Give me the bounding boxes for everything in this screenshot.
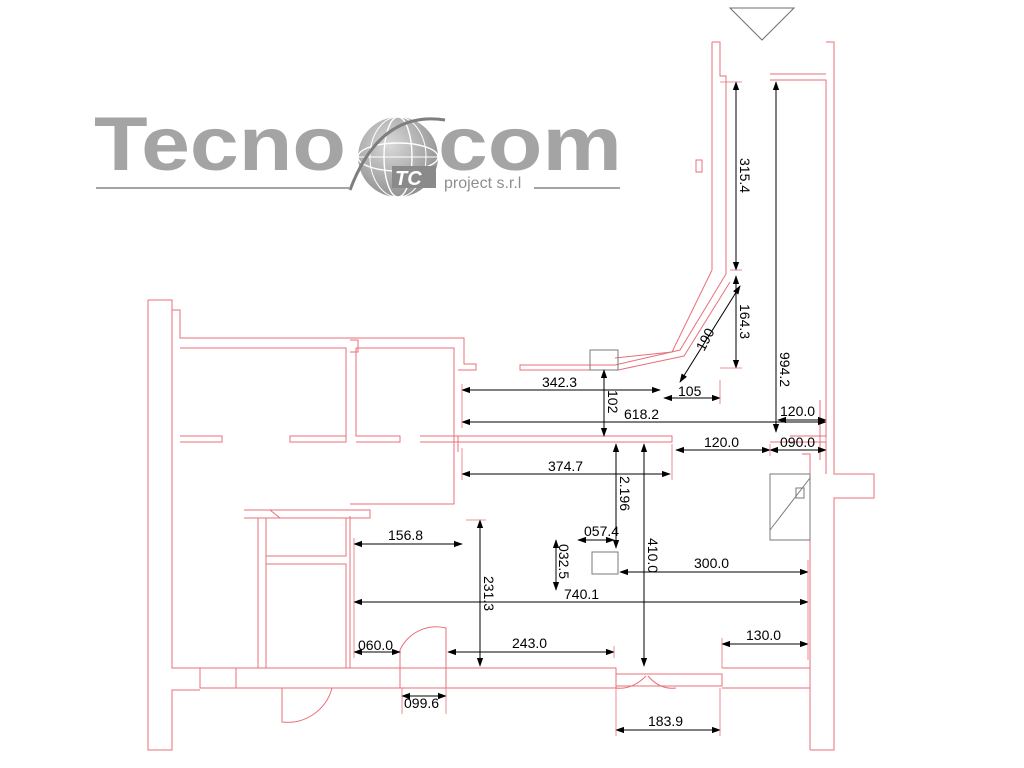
- dim-label: 2.196: [617, 476, 633, 511]
- dim-label: 740.1: [564, 586, 599, 602]
- company-logo: Tecno TC com project s.r.l: [94, 102, 622, 198]
- logo-brand-right: com: [438, 102, 622, 187]
- column-block: [589, 349, 619, 371]
- logo-brand-left: Tecno: [94, 102, 346, 187]
- logo-badge: TC: [395, 168, 422, 190]
- north-arrow-icon: [728, 7, 796, 41]
- walls: [147, 41, 875, 751]
- dim-label: 994.2: [777, 352, 793, 387]
- stair-unit: [769, 473, 811, 541]
- dim-label: 156.8: [388, 527, 423, 543]
- dim-label: 183.9: [648, 713, 683, 729]
- dim-label: 120.0: [780, 403, 815, 419]
- pillar-block: [591, 551, 619, 575]
- doors: [281, 626, 677, 723]
- dim-label: 315.4: [737, 158, 753, 193]
- dim-label: 374.7: [548, 458, 583, 474]
- dim-label: 231.3: [481, 576, 497, 611]
- dim-label: 618.2: [624, 406, 659, 422]
- dim-label: 300.0: [694, 555, 729, 571]
- dim-label: 120.0: [704, 434, 739, 450]
- dim-label: 105: [678, 383, 702, 399]
- logo-subtitle: project s.r.l: [444, 175, 521, 192]
- dim-label: 102: [605, 390, 621, 414]
- dimension-labels: 315.4 164.3 190 105 342.3 102 618.2 994.…: [358, 158, 815, 729]
- dim-label: 342.3: [542, 374, 577, 390]
- dim-label: 060.0: [358, 637, 393, 653]
- extension-lines: [353, 81, 827, 736]
- dim-label: 164.3: [737, 304, 753, 339]
- dim-label: 130.0: [746, 627, 781, 643]
- dim-label: 243.0: [512, 635, 547, 651]
- dim-label: 190: [693, 325, 718, 353]
- dim-label: 410.0: [645, 538, 661, 573]
- dim-label: 099.6: [404, 695, 439, 711]
- dim-label: 057.4: [584, 523, 619, 539]
- globe-icon: [348, 116, 446, 198]
- dim-label: 090.0: [780, 434, 815, 450]
- dimension-lines: [353, 81, 827, 734]
- dim-label: 032.5: [556, 544, 572, 579]
